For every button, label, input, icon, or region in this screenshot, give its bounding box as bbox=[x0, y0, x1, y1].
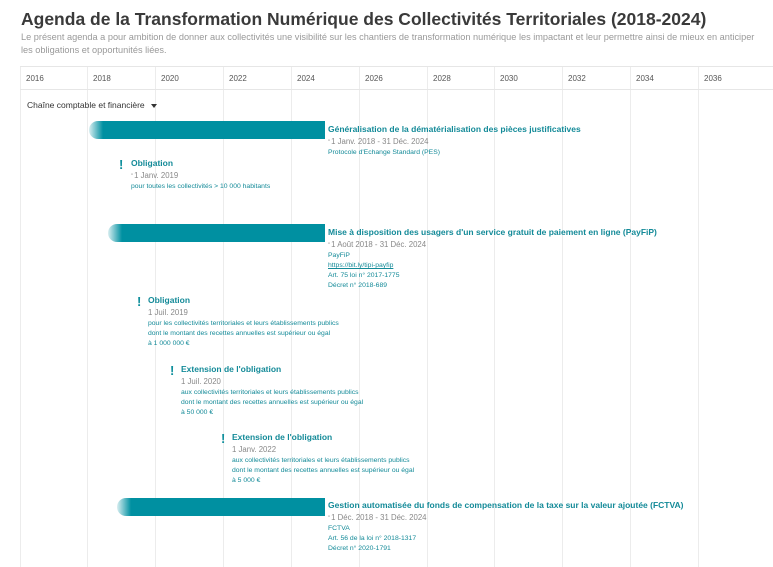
item-detail: aux collectivités territoriales et leurs… bbox=[232, 457, 410, 464]
timeline-bar-dematerialisation[interactable] bbox=[89, 121, 325, 139]
grid-line bbox=[359, 67, 360, 567]
item-detail: aux collectivités territoriales et leurs… bbox=[181, 389, 359, 396]
milestone-extension-1: Extension de l'obligation 1 Juil. 2020 a… bbox=[181, 364, 363, 416]
item-detail: dont le montant des recettes annuelles e… bbox=[181, 399, 364, 406]
group-dropdown[interactable]: Chaîne comptable et financière bbox=[27, 100, 157, 110]
year-label: 2032 bbox=[568, 74, 586, 83]
grid-line bbox=[630, 67, 631, 567]
year-label: 2036 bbox=[704, 74, 722, 83]
item-payfip: Mise à disposition des usagers d'un serv… bbox=[328, 227, 657, 289]
item-detail: PayFiP bbox=[328, 252, 350, 259]
item-detail: à 5 000 € bbox=[232, 477, 261, 484]
item-detail: à 1 000 000 € bbox=[148, 340, 190, 347]
item-detail: FCTVA bbox=[328, 525, 350, 532]
item-detail: Art. 56 de la loi n° 2018-1317 bbox=[328, 535, 417, 542]
item-title[interactable]: Obligation bbox=[148, 295, 191, 305]
grid-line bbox=[20, 67, 21, 567]
year-label: 2020 bbox=[161, 74, 179, 83]
milestone-extension-2: Extension de l'obligation 1 Janv. 2022 a… bbox=[232, 432, 414, 484]
item-detail: Décret n° 2018-689 bbox=[328, 282, 388, 289]
item-title[interactable]: Généralisation de la dématérialisation d… bbox=[328, 124, 581, 134]
item-detail: à 50 000 € bbox=[181, 409, 214, 416]
timeline-bar-payfip[interactable] bbox=[108, 224, 325, 242]
item-detail: Protocole d'Echange Standard (PES) bbox=[328, 149, 441, 156]
item-date: "1 Août 2018 - 31 Déc. 2024 bbox=[328, 240, 427, 249]
item-date: 1 Juil. 2019 bbox=[148, 308, 188, 317]
calendar-icon: " bbox=[131, 174, 134, 180]
item-fctva: Gestion automatisée du fonds de compensa… bbox=[328, 500, 684, 552]
grid-line bbox=[562, 67, 563, 567]
item-detail: Art. 75 loi n° 2017-1775 bbox=[328, 272, 400, 279]
year-label: 2018 bbox=[93, 74, 111, 83]
exclamation-icon: ! bbox=[170, 363, 175, 378]
milestone-obligation-1: Obligation "1 Janv. 2019 pour toutes les… bbox=[131, 158, 270, 190]
item-title[interactable]: Extension de l'obligation bbox=[232, 432, 333, 442]
year-label: 2022 bbox=[229, 74, 247, 83]
calendar-icon: " bbox=[328, 140, 331, 146]
item-detail: dont le montant des recettes annuelles e… bbox=[148, 330, 331, 337]
item-detail: dont le montant des recettes annuelles e… bbox=[232, 467, 415, 474]
grid-line bbox=[87, 67, 88, 567]
item-detail: Décret n° 2020-1791 bbox=[328, 545, 391, 552]
item-detail: pour les collectivités territoriales et … bbox=[148, 320, 339, 327]
caret-down-icon bbox=[150, 103, 157, 108]
group-label: Chaîne comptable et financière bbox=[27, 100, 145, 110]
grid-line bbox=[494, 67, 495, 567]
item-title[interactable]: Obligation bbox=[131, 158, 174, 168]
year-label: 2024 bbox=[297, 74, 315, 83]
exclamation-icon: ! bbox=[137, 294, 142, 309]
item-title[interactable]: Gestion automatisée du fonds de compensa… bbox=[328, 500, 684, 510]
grid-line bbox=[223, 67, 224, 567]
grid-line bbox=[291, 67, 292, 567]
year-label: 2016 bbox=[26, 74, 44, 83]
year-label: 2028 bbox=[433, 74, 451, 83]
grid-line bbox=[427, 67, 428, 567]
item-date: "1 Janv. 2018 - 31 Déc. 2024 bbox=[328, 137, 429, 146]
item-date: 1 Juil. 2020 bbox=[181, 377, 221, 386]
exclamation-icon: ! bbox=[119, 157, 124, 172]
calendar-icon: " bbox=[328, 243, 331, 249]
item-detail: pour toutes les collectivités > 10 000 h… bbox=[131, 183, 271, 190]
year-label: 2030 bbox=[500, 74, 518, 83]
page-subtitle: Le présent agenda a pour ambition de don… bbox=[21, 32, 755, 55]
item-date: 1 Janv. 2022 bbox=[232, 445, 277, 454]
item-title[interactable]: Mise à disposition des usagers d'un serv… bbox=[328, 227, 657, 237]
item-date: "1 Janv. 2019 bbox=[131, 171, 179, 180]
year-label: 2034 bbox=[636, 74, 654, 83]
page-title: Agenda de la Transformation Numérique de… bbox=[21, 9, 707, 29]
payfip-link[interactable]: https://bit.ly/tipi-payfip bbox=[328, 262, 394, 269]
year-label: 2026 bbox=[365, 74, 383, 83]
timeline-axis: 2016 2018 2020 2022 2024 2026 2028 2030 … bbox=[20, 66, 773, 90]
calendar-icon: " bbox=[328, 516, 331, 522]
item-date: "1 Déc. 2018 - 31 Déc. 2024 bbox=[328, 513, 427, 522]
item-dematerialisation: Généralisation de la dématérialisation d… bbox=[328, 124, 581, 156]
grid-line bbox=[155, 67, 156, 567]
timeline-bar-fctva[interactable] bbox=[117, 498, 325, 516]
grid-line bbox=[698, 67, 699, 567]
milestone-obligation-2: Obligation 1 Juil. 2019 pour les collect… bbox=[148, 295, 339, 347]
item-title[interactable]: Extension de l'obligation bbox=[181, 364, 282, 374]
exclamation-icon: ! bbox=[221, 431, 226, 446]
